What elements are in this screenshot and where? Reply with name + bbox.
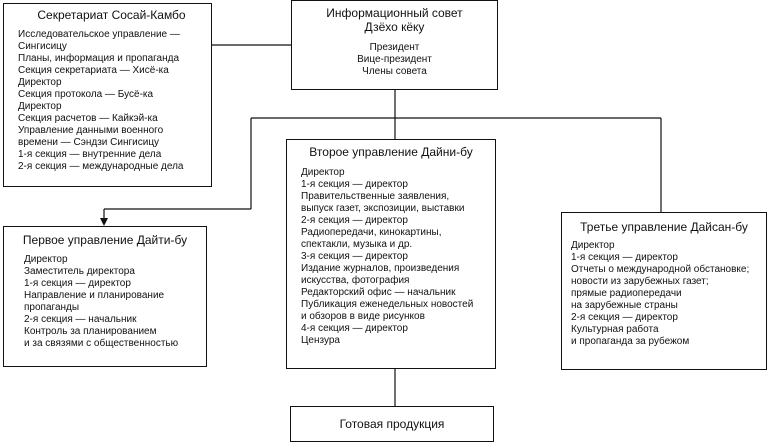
box-line: Правительственные заявления,	[301, 191, 450, 202]
box-line: Радиопередачи, кинокартины,	[301, 227, 442, 238]
box-line: Публикация еженедельных новостей	[301, 299, 474, 310]
box-line: 3-я секция — директор	[301, 251, 408, 262]
box-line: выпуск газет, экспозиции, выставки	[301, 203, 465, 214]
box-line: Отчеты о международной обстановке;	[571, 264, 750, 275]
box-line: Секция протокола — Бусё-ка	[18, 89, 154, 100]
box-line: Секция расчетов — Кайкэй-ка	[18, 113, 158, 124]
box-line: Члены совета	[362, 66, 427, 77]
box-line: искусства, фотография	[301, 275, 410, 286]
box-line: Планы, информация и пропаганда	[18, 53, 180, 64]
box-secretariat-title: Секретариат Сосай-Камбо	[37, 8, 186, 22]
box-line: Директор	[18, 101, 62, 112]
box-line: Президент	[369, 42, 420, 53]
box-second-dept-title: Второе управление Дайни-бу	[309, 145, 473, 159]
box-line: прямые радиопередачи	[571, 288, 682, 299]
box-line: Сингисицу	[18, 41, 67, 52]
box-line: Контроль за планированием	[24, 326, 157, 337]
box-line: Редакторский офис — начальник	[301, 287, 456, 298]
box-line: Директор	[24, 254, 68, 265]
box-line: 2-я секция — начальник	[24, 314, 137, 325]
box-line: на зарубежные страны	[571, 300, 678, 311]
box-line: и пропаганда за рубежом	[571, 336, 690, 347]
box-line: 4-я секция — директор	[301, 323, 408, 334]
box-line: Секция секретариата — Хисё-ка	[18, 65, 169, 76]
box-council-title: Информационный совет Дзёхо кёку	[326, 6, 463, 34]
box-line: пропаганды	[24, 302, 80, 313]
box-line: Директор	[18, 77, 62, 88]
box-third-dept-title: Третье управление Дайсан-бу	[580, 220, 748, 234]
box-line: 1-я секция — директор	[301, 179, 408, 190]
box-line: новости из зарубежных газет;	[571, 276, 709, 287]
arrowhead-first-dept	[100, 218, 108, 226]
box-output-title: Готовая продукция	[339, 417, 445, 431]
box-line: Вице-президент	[357, 54, 432, 65]
box-line: Цензура	[301, 335, 340, 346]
box-line: 2-я секция — международные дела	[18, 161, 184, 172]
box-line: и за связями с общественностью	[24, 338, 179, 349]
box-output: Готовая продукция	[290, 406, 494, 442]
box-line: 1-я секция — внутренние дела	[18, 149, 162, 160]
box-line: Издание журналов, произведения	[301, 263, 460, 274]
box-council: Информационный совет Дзёхо кёку Президен…	[291, 0, 498, 90]
box-line: 1-я секция — директор	[571, 252, 678, 263]
box-line: Заместитель директора	[24, 266, 135, 277]
box-first-dept-title: Первое управление Дайти-бу	[22, 233, 188, 247]
box-line: Управление данными военного	[18, 125, 164, 136]
box-line: Директор	[571, 240, 615, 251]
box-line: Директор	[301, 167, 345, 178]
box-line: спектакли, музыка и др.	[301, 239, 413, 250]
box-line: времени — Сэндзи Сингисицу	[18, 137, 160, 148]
box-secretariat: Секретариат Сосай-Камбо Исследовательско…	[3, 3, 212, 187]
box-line: и обзоров в виде рисунков	[301, 311, 425, 322]
box-line: Направление и планирование	[24, 290, 165, 301]
box-line: Культурная работа	[571, 324, 659, 335]
box-line: 2-я секция — директор	[571, 312, 678, 323]
box-line: Исследовательское управление —	[18, 29, 180, 40]
box-line: 1-я секция — директор	[24, 278, 131, 289]
box-line: 2-я секция — директор	[301, 215, 408, 226]
